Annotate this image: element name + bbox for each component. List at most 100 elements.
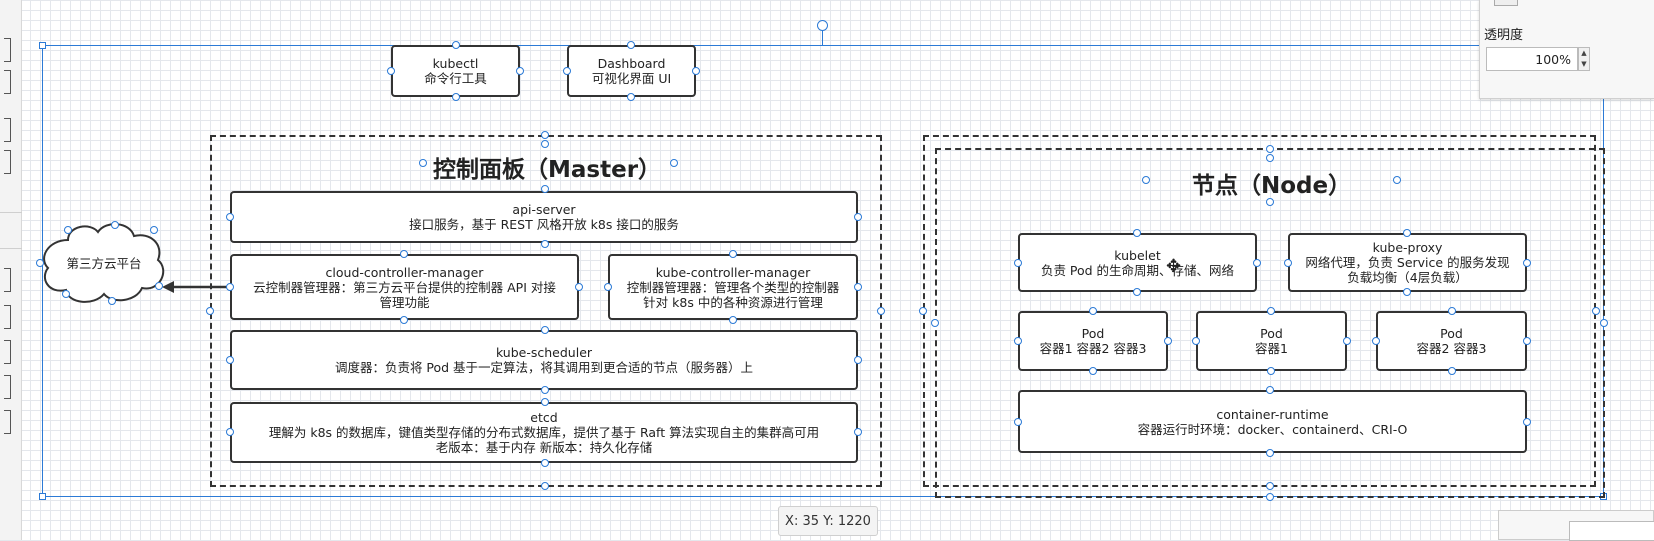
connection-point[interactable]	[692, 67, 700, 75]
connection-point[interactable]	[627, 41, 635, 49]
connection-point[interactable]	[854, 283, 862, 291]
connection-point[interactable]	[1403, 288, 1411, 296]
connection-point[interactable]	[854, 356, 862, 364]
connection-point[interactable]	[1284, 259, 1292, 267]
outline-viewport[interactable]	[1569, 521, 1654, 541]
shape-icon[interactable]	[4, 70, 11, 94]
shape-icon[interactable]	[4, 305, 11, 329]
cloud-controller-manager-box[interactable]: cloud-controller-manager 云控制器管理器：第三方云平台提…	[230, 254, 579, 320]
connection-point[interactable]	[1600, 319, 1608, 327]
connection-point[interactable]	[1266, 145, 1274, 153]
connection-point[interactable]	[1133, 288, 1141, 296]
kube-controller-manager-box[interactable]: kube-controller-manager 控制器管理器：管理各个类型的控制…	[608, 254, 858, 320]
connection-point[interactable]	[541, 326, 549, 334]
connection-point[interactable]	[563, 67, 571, 75]
opacity-stepper[interactable]: ▲▼	[1578, 47, 1590, 71]
connection-point[interactable]	[36, 259, 44, 267]
connection-point[interactable]	[1089, 307, 1097, 315]
connection-point[interactable]	[1089, 367, 1097, 375]
connection-point[interactable]	[387, 67, 395, 75]
connection-point[interactable]	[150, 226, 158, 234]
kubectl-box[interactable]: kubectl 命令行工具	[391, 45, 520, 97]
connection-point[interactable]	[226, 283, 234, 291]
resize-handle[interactable]	[39, 493, 46, 500]
connection-point[interactable]	[877, 307, 885, 315]
connection-point[interactable]	[1403, 229, 1411, 237]
connection-point[interactable]	[1523, 337, 1531, 345]
rotate-handle[interactable]	[817, 20, 828, 31]
pod-box-3[interactable]: Pod 容器2 容器3	[1376, 311, 1527, 371]
connection-point[interactable]	[419, 159, 427, 167]
connection-point[interactable]	[1393, 176, 1401, 184]
connection-point[interactable]	[541, 398, 549, 406]
connection-point[interactable]	[541, 240, 549, 248]
connection-point[interactable]	[854, 213, 862, 221]
connection-point[interactable]	[541, 140, 549, 148]
shape-icon[interactable]	[4, 410, 11, 434]
connection-point[interactable]	[1448, 367, 1456, 375]
connection-point[interactable]	[62, 290, 70, 298]
dashboard-box[interactable]: Dashboard 可视化界面 UI	[567, 45, 696, 97]
connection-point[interactable]	[604, 283, 612, 291]
connection-point[interactable]	[541, 459, 549, 467]
connection-point[interactable]	[111, 221, 119, 229]
connection-point[interactable]	[1133, 229, 1141, 237]
connection-point[interactable]	[1343, 337, 1351, 345]
connection-point[interactable]	[854, 428, 862, 436]
kube-proxy-box[interactable]: kube-proxy 网络代理，负责 Service 的服务发现 负载均衡（4层…	[1288, 233, 1527, 292]
connection-point[interactable]	[1142, 176, 1150, 184]
connection-point[interactable]	[1164, 337, 1172, 345]
shape-icon[interactable]	[4, 150, 11, 174]
connection-point[interactable]	[1253, 259, 1261, 267]
connection-point[interactable]	[1266, 154, 1274, 162]
connection-point[interactable]	[1014, 418, 1022, 426]
container-runtime-box[interactable]: container-runtime 容器运行时环境：docker、contain…	[1018, 390, 1527, 453]
pod-box-2[interactable]: Pod 容器1	[1196, 311, 1347, 371]
kube-scheduler-box[interactable]: kube-scheduler 调度器：负责将 Pod 基于一定算法，将其调用到更…	[230, 330, 858, 390]
resize-handle[interactable]	[39, 42, 46, 49]
connection-point[interactable]	[155, 282, 163, 290]
shape-icon[interactable]	[4, 375, 11, 399]
connection-point[interactable]	[64, 226, 72, 234]
connection-point[interactable]	[226, 213, 234, 221]
etcd-box[interactable]: etcd 理解为 k8s 的数据库，键值类型存储的分布式数据库，提供了基于 Ra…	[230, 402, 858, 463]
connection-point[interactable]	[400, 250, 408, 258]
shape-icon[interactable]	[4, 38, 11, 62]
connection-point[interactable]	[1448, 307, 1456, 315]
connection-point[interactable]	[541, 386, 549, 394]
shape-icon[interactable]	[4, 340, 11, 364]
connector-arrow[interactable]	[160, 280, 235, 294]
connection-point[interactable]	[452, 93, 460, 101]
connection-point[interactable]	[516, 67, 524, 75]
connection-point[interactable]	[627, 93, 635, 101]
connection-point[interactable]	[108, 297, 116, 305]
connection-point[interactable]	[1267, 307, 1275, 315]
connection-point[interactable]	[400, 316, 408, 324]
connection-point[interactable]	[670, 159, 678, 167]
checkbox[interactable]	[1494, 0, 1518, 6]
connection-point[interactable]	[1266, 198, 1274, 206]
connection-point[interactable]	[226, 428, 234, 436]
connection-point[interactable]	[541, 131, 549, 139]
connection-point[interactable]	[1523, 418, 1531, 426]
connection-point[interactable]	[1523, 259, 1531, 267]
shape-icon[interactable]	[4, 118, 11, 142]
connection-point[interactable]	[575, 283, 583, 291]
pod-box-1[interactable]: Pod 容器1 容器2 容器3	[1018, 311, 1168, 371]
connection-point[interactable]	[452, 41, 460, 49]
connection-point[interactable]	[1266, 386, 1274, 394]
opacity-input[interactable]: 100%	[1486, 47, 1578, 71]
connection-point[interactable]	[226, 356, 234, 364]
connection-point[interactable]	[1267, 367, 1275, 375]
connection-point[interactable]	[1592, 307, 1600, 315]
connection-point[interactable]	[206, 307, 214, 315]
connection-point[interactable]	[1192, 337, 1200, 345]
connection-point[interactable]	[1266, 482, 1274, 490]
api-server-box[interactable]: api-server 接口服务，基于 REST 风格开放 k8s 接口的服务	[230, 191, 858, 243]
kubelet-box[interactable]: kubelet 负责 Pod 的生命周期、存储、网络	[1018, 233, 1257, 292]
connection-point[interactable]	[1014, 259, 1022, 267]
connection-point[interactable]	[1014, 337, 1022, 345]
connection-point[interactable]	[1266, 493, 1274, 501]
connection-point[interactable]	[541, 482, 549, 490]
cloud-shape[interactable]	[38, 220, 170, 306]
